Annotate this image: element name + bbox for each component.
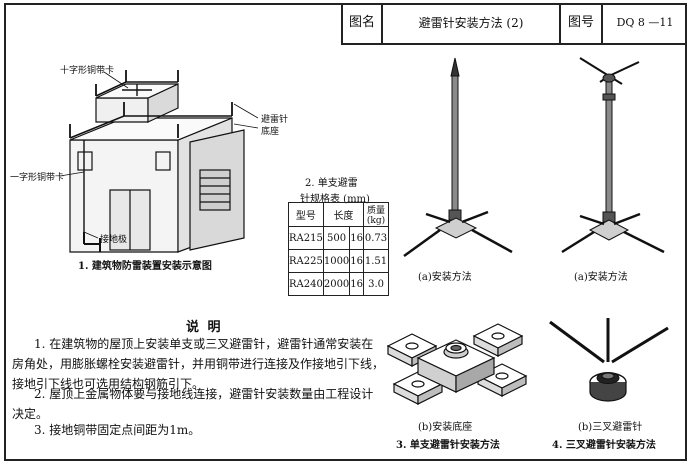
table-cell: RA215	[288, 226, 324, 250]
note-item-3: 3. 接地铜带固定点间距为1m。	[34, 423, 201, 437]
table-cell: 1.51	[363, 249, 390, 273]
header-number-label: 图号	[567, 15, 594, 30]
header-number-label-cell: 图号	[559, 3, 601, 43]
caption-base: (b)安装底座	[418, 422, 473, 433]
caption-triple-rod-method: 4. 三叉避雷针安装方法	[552, 440, 656, 451]
caption-triple-rod: (b)三叉避雷针	[578, 422, 643, 433]
caption-single-install: (a)安装方法	[418, 272, 472, 283]
spec-header-mass: 质量(kg)	[363, 202, 390, 227]
table-row: RA240 2000 16 3.0	[288, 272, 390, 296]
spec-table: 型号 长度 质量(kg) RA215 500 16 0.73 RA225 100…	[288, 202, 390, 296]
caption-building: 1. 建筑物防雷装置安装示意图	[78, 261, 212, 272]
table-cell: 500	[322, 226, 351, 250]
table-cell: RA240	[288, 272, 324, 296]
table-row: RA215 500 16 0.73	[288, 226, 390, 250]
caption-single-rod-method: 3. 单支避雷针安装方法	[396, 440, 500, 451]
notes-heading: 说 明	[186, 320, 223, 335]
table-cell: 3.0	[363, 272, 390, 296]
spec-table-title-1: 2. 单支避雷	[305, 178, 358, 189]
header-name-label: 图名	[348, 15, 375, 30]
spec-header-model: 型号	[288, 202, 324, 227]
note-item-2: 2. 屋顶上金属物体要与接地线连接，避雷针安装数量由工程设计决定。	[12, 387, 374, 421]
table-cell: 0.73	[363, 226, 390, 250]
caption-triple-install: (a)安装方法	[574, 272, 628, 283]
drawing-title: 避雷针安装方法 (2)	[418, 16, 524, 30]
sheet-frame	[4, 3, 687, 461]
label-lightning-rod: 避雷针	[261, 115, 289, 125]
spec-header-length: 长度	[322, 202, 365, 227]
note-item-1: 1. 在建筑物的屋顶上安装单支或三叉避雷针，避雷针通常安装在房角处，用膨胀螺栓安…	[12, 337, 385, 391]
label-straight-clip: 一字形铜带卡	[10, 173, 65, 183]
spec-table-title-2: 针规格表 (mm)	[300, 194, 370, 205]
header-bottom-rule	[341, 43, 687, 45]
label-ground-electrode: 接地极	[100, 235, 128, 245]
spec-table-header-row: 型号 长度 质量(kg)	[288, 202, 390, 227]
label-base: 底座	[261, 127, 280, 137]
header-number-cell: DQ 8 —11	[601, 3, 687, 43]
header-title-cell: 避雷针安装方法 (2)	[381, 3, 559, 43]
drawing-number: DQ 8 —11	[616, 16, 674, 29]
header-name-label-cell: 图名	[341, 3, 381, 43]
label-cross-clip: 十字形铜带卡	[60, 66, 115, 76]
table-cell: 2000	[322, 272, 351, 296]
